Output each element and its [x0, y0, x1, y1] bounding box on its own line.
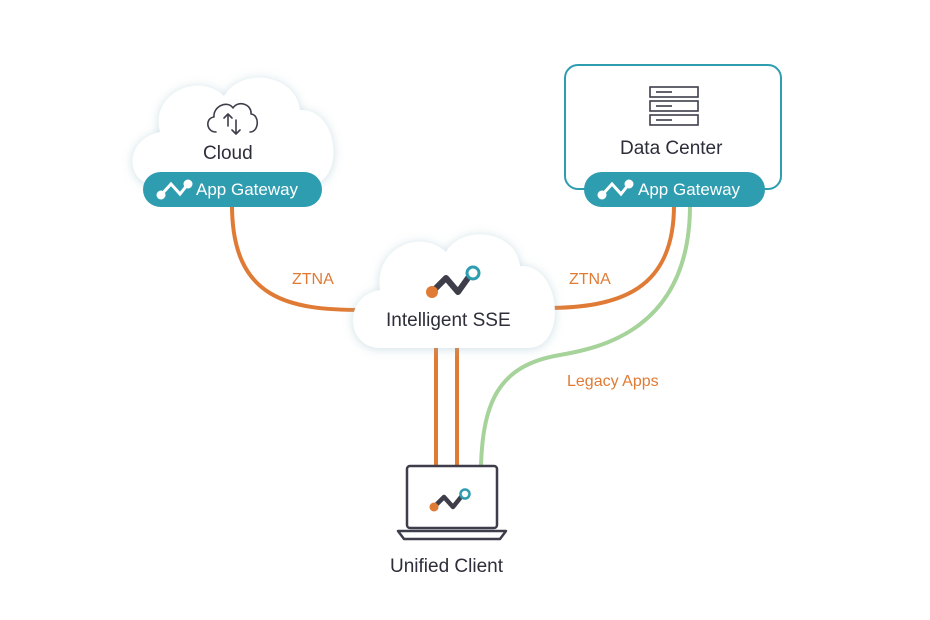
- cloud-label: Cloud: [203, 143, 253, 164]
- ztna-right-label: ZTNA: [569, 271, 611, 288]
- network-logo-icon: [426, 265, 481, 298]
- cloud-sync-icon: [207, 102, 259, 135]
- gateway-logo-icon: [156, 179, 193, 200]
- data-center-label: Data Center: [620, 138, 723, 159]
- client-label: Unified Client: [390, 556, 503, 577]
- data-center-box: [564, 64, 782, 190]
- ztna-left-label: ZTNA: [292, 271, 334, 288]
- cloud-gateway-label: App Gateway: [196, 180, 299, 199]
- legacy-apps-line: [479, 204, 692, 467]
- data-center-gateway-label: App Gateway: [638, 180, 741, 199]
- ztna-right-line: [544, 204, 676, 310]
- sse-label: Intelligent SSE: [386, 310, 511, 331]
- server-rack-icon: [649, 86, 699, 126]
- gateway-logo-icon: [597, 179, 634, 200]
- ztna-left-line: [230, 204, 363, 312]
- legacy-apps-label: Legacy Apps: [567, 373, 659, 390]
- connectors: [230, 204, 692, 467]
- laptop-icon: [396, 464, 508, 541]
